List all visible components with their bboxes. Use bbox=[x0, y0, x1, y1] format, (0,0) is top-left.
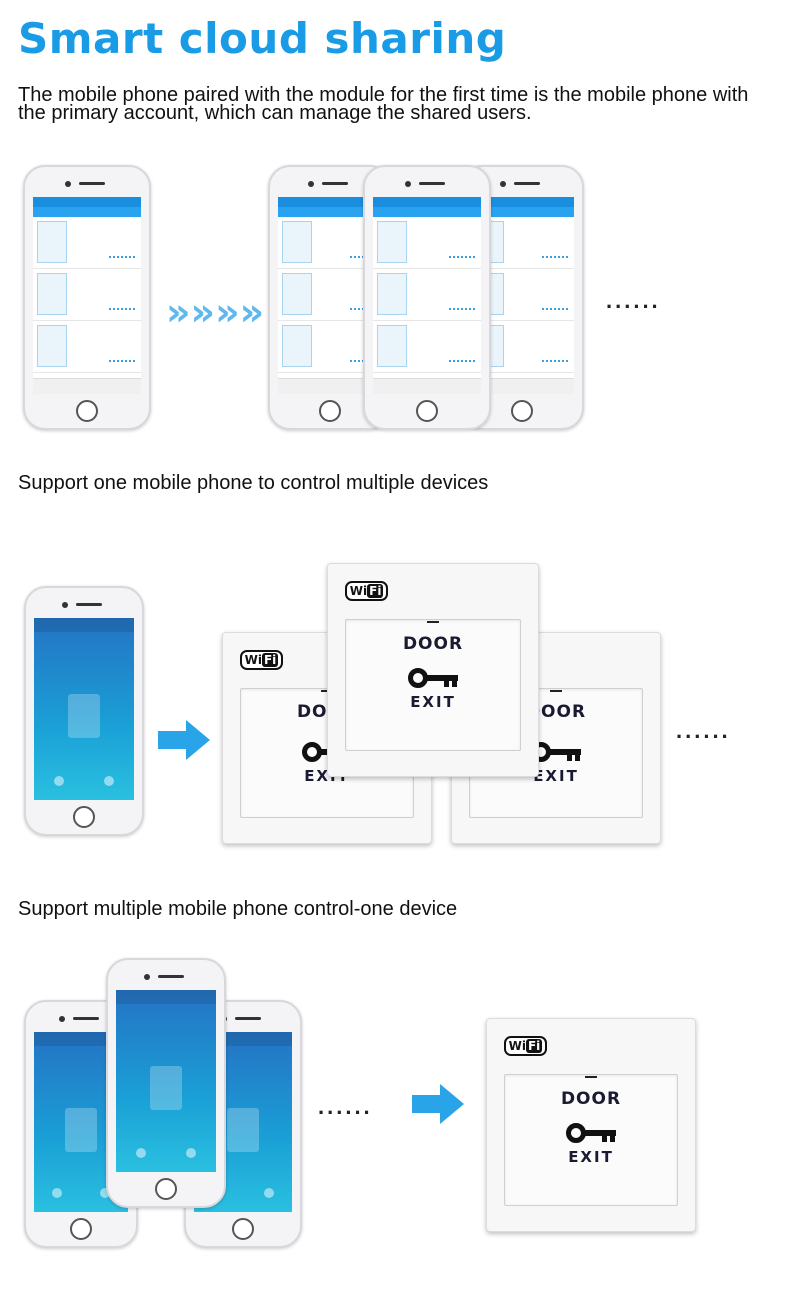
app-screen bbox=[34, 618, 134, 800]
caption-multiple-devices: Support one mobile phone to control mult… bbox=[18, 472, 489, 494]
key-icon bbox=[408, 667, 458, 688]
ellipsis-more: ...... bbox=[318, 1094, 373, 1119]
right-arrow-icon bbox=[158, 720, 212, 760]
phone-primary bbox=[23, 165, 151, 430]
key-icon bbox=[566, 1122, 616, 1143]
ellipsis-more: ...... bbox=[606, 288, 661, 313]
home-button bbox=[76, 400, 98, 422]
caption-one-device: Support multiple mobile phone control-on… bbox=[18, 898, 458, 920]
ellipsis-more: ...... bbox=[676, 718, 731, 743]
page-title: Smart cloud sharing bbox=[18, 14, 507, 63]
phone-controller bbox=[24, 586, 144, 836]
phone-shared-2 bbox=[363, 165, 491, 430]
chevron-arrows-icon: »»»» bbox=[166, 290, 265, 334]
device-list-screen bbox=[33, 197, 141, 394]
right-arrow-icon bbox=[412, 1084, 466, 1124]
phone-center bbox=[106, 958, 226, 1208]
intro-text: The mobile phone paired with the module … bbox=[18, 84, 749, 124]
